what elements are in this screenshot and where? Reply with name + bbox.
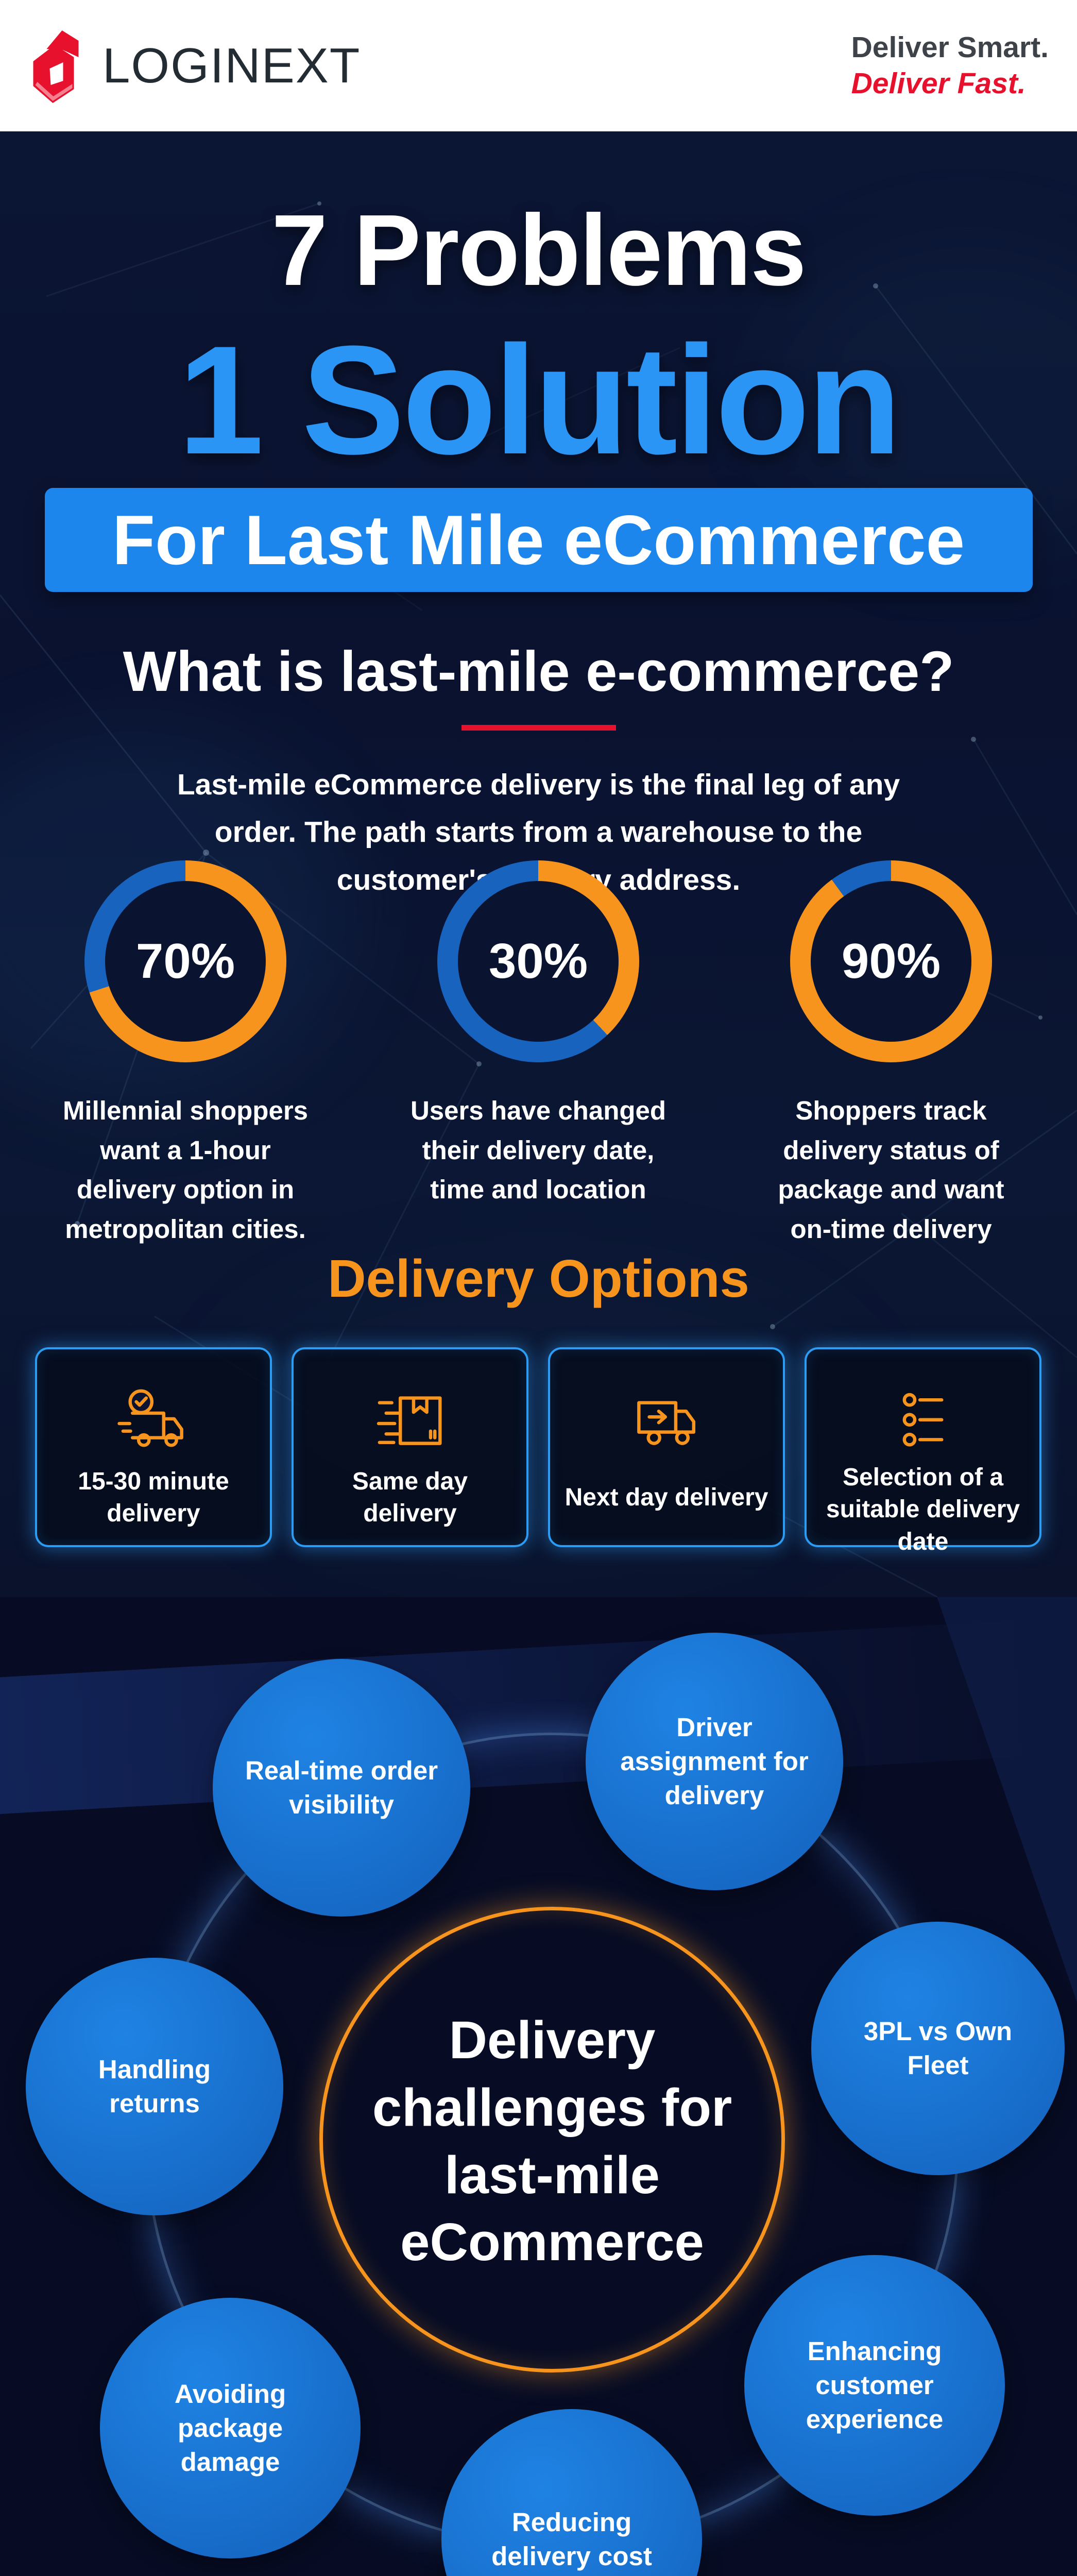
stats-row: 70% Millennial shoppers want a 1-hour de… [21, 860, 1056, 1249]
option-label: 15-30 minute delivery [78, 1467, 229, 1527]
header-bar: LOGINEXT Deliver Smart. Deliver Fast. [0, 0, 1077, 131]
challenge-bubble-3pl-vs-own-fleet: 3PL vs Own Fleet [811, 1922, 1065, 2175]
option-label: Next day delivery [565, 1483, 768, 1511]
hero-section: 7 Problems 1 Solution For Last Mile eCom… [0, 131, 1077, 1597]
what-is-heading: What is last-mile e-commerce? [123, 640, 954, 703]
stat-70-percent: 70% Millennial shoppers want a 1-hour de… [21, 860, 350, 1249]
donut-chart-90: 90% [790, 860, 992, 1062]
stat-label: Millennial shoppers want a 1-hour delive… [62, 1096, 309, 1244]
truck-arrow-icon [637, 1401, 696, 1445]
truck-clock-icon [117, 1389, 184, 1447]
stat-label: Users have changed their delivery date, … [410, 1096, 666, 1204]
option-card-next-day: Next day delivery [548, 1347, 785, 1547]
tagline-line1: Deliver Smart. [851, 30, 1049, 64]
hero-banner: For Last Mile eCommerce [44, 488, 1033, 592]
donut-chart-70: 70% [84, 860, 286, 1062]
challenge-bubble-realtime-visibility: Real-time order visibility [213, 1659, 470, 1917]
challenge-bubble-driver-assignment: Driver assignment for delivery [586, 1633, 843, 1890]
challenge-bubble-customer-experience: Enhancing customer experience [744, 2255, 1005, 2516]
hero-title-solution: 1 Solution [178, 313, 902, 486]
option-card-same-day: Same day delivery [292, 1347, 528, 1547]
date-list-icon [902, 1393, 944, 1447]
loginext-logo: LOGINEXT [28, 27, 361, 105]
delivery-options-heading: Delivery Options [328, 1249, 749, 1308]
stat-90-percent: 90% Shoppers track delivery status of pa… [726, 860, 1056, 1249]
delivery-options-row: 15-30 minute delivery Same day delivery [35, 1347, 1042, 1555]
option-label: Selection of a suitable delivery date [826, 1464, 1020, 1555]
donut-value: 70% [135, 934, 235, 989]
fast-package-icon [377, 1396, 442, 1445]
challenges-section: Delivery challenges for last-mile eComme… [0, 1597, 1077, 2576]
challenge-bubble-handling-returns: Handling returns [26, 1958, 283, 2215]
tagline-line2: Deliver Fast. [851, 66, 1026, 100]
stat-30-percent: 30% Users have changed their delivery da… [373, 860, 703, 1249]
center-orange-ring [319, 1907, 785, 2372]
loginext-logo-icon [33, 30, 79, 103]
brand-tagline: Deliver Smart. Deliver Fast. [851, 30, 1049, 101]
red-divider [461, 725, 616, 731]
challenge-bubble-package-damage: Avoiding package damage [100, 2298, 361, 2558]
hero-title-problems: 7 Problems [271, 194, 807, 307]
option-card-15-30-minute: 15-30 minute delivery [35, 1347, 272, 1547]
challenges-center-title: Delivery challenges for last-mile eComme… [372, 2010, 732, 2272]
donut-value: 90% [841, 934, 941, 989]
donut-value: 30% [488, 934, 588, 989]
option-card-suitable-date: Selection of a suitable delivery date [805, 1347, 1041, 1555]
logo-wordmark: LOGINEXT [102, 38, 361, 93]
option-label: Same day delivery [352, 1467, 468, 1527]
stat-label: Shoppers track delivery status of packag… [778, 1096, 1004, 1244]
donut-chart-30: 30% [437, 860, 639, 1062]
